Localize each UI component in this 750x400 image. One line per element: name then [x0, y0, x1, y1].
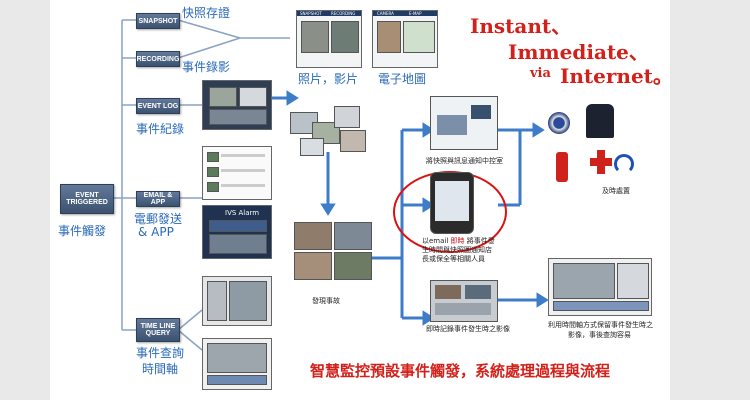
ivs-alarm-banner	[209, 220, 267, 232]
email-app-label-line1: 電郵發送	[134, 212, 183, 226]
collage-thumb-5	[300, 138, 324, 156]
email-caption-line2: 生時間與快照圖通知店	[422, 246, 492, 254]
snapshot-save-label: 快照存證	[182, 6, 231, 20]
control-room-monitor	[471, 105, 491, 119]
timeline-query-node-label: TIME LINE QUERY	[140, 323, 176, 337]
police-badge-icon	[548, 112, 570, 134]
ivs-alarm-image	[209, 234, 267, 254]
email-caption-red: 即時	[450, 237, 465, 245]
event-log-node-label: EVENT LOG	[137, 102, 179, 110]
headline-instant: Instant、	[470, 14, 572, 38]
snapshot-node-label: SNAPSHOT	[138, 17, 178, 25]
timeline-query-node: TIME LINE QUERY	[136, 318, 180, 342]
diagram-canvas: EVENT TRIGGERED 事件觸發 SNAPSHOT 快照存證 RECOR…	[50, 0, 670, 400]
snapshot-recording-screenshot: SNAPSHOT RECORDING	[296, 10, 362, 68]
emap-screenshot: CAMERA E-MAP	[372, 10, 438, 68]
photo-video-label: 照片，影片	[298, 72, 359, 86]
email-app-node-label: EMAIL & APP	[143, 192, 173, 206]
timeline-screenshot-1	[202, 276, 272, 326]
emap-tab: E-MAP	[409, 11, 422, 16]
collage-thumb-4	[340, 130, 366, 152]
email-text-2	[221, 169, 265, 172]
timeline-caption-line1: 利用時間軸方式保留事件發生時之	[548, 321, 653, 329]
record-image-collage	[430, 280, 498, 322]
smartphone-image	[430, 172, 474, 234]
discover-image-2	[334, 222, 372, 250]
record-image-caption: 即時記錄事件發生時之影像	[426, 325, 510, 333]
tree-connectors	[112, 19, 549, 351]
timeline-label-line1: 事件查詢	[136, 346, 185, 360]
email-caption-c: 將事件發	[466, 237, 495, 245]
timeline-result-bar	[553, 301, 649, 311]
headline-via: via	[530, 66, 551, 81]
footer-title: 智慧監控預設事件觸發，系統處理過程與流程	[310, 362, 611, 380]
camera-tab: CAMERA	[377, 11, 394, 16]
timeline-label-line2: 時間軸	[142, 362, 179, 376]
email-thumb-2	[207, 167, 219, 177]
discover-image-3	[294, 252, 332, 280]
collage-thumb-3	[334, 106, 360, 128]
control-room-desk	[437, 115, 467, 135]
fire-extinguisher-icon	[556, 152, 568, 182]
discover-image-1	[294, 222, 332, 250]
recording-node: RECORDING	[136, 51, 180, 67]
event-log-node: EVENT LOG	[136, 98, 180, 114]
email-app-node: EMAIL & APP	[136, 191, 180, 207]
smartphone-screen	[435, 181, 469, 221]
event-log-label: 事件紀錄	[136, 122, 185, 136]
recording-thumb	[331, 21, 359, 53]
timely-caption: 及時處置	[602, 187, 630, 195]
event-log-thumb-2	[239, 87, 267, 107]
event-log-screenshot	[202, 80, 272, 130]
snapshot-node: SNAPSHOT	[136, 13, 180, 29]
emap-label: 電子地圖	[378, 72, 427, 86]
event-log-thumb-1	[209, 87, 237, 107]
timeline-video	[207, 343, 267, 373]
control-room-caption: 將快照與訊息通知中控室	[426, 157, 503, 165]
discover-caption: 發現事故	[312, 297, 340, 305]
timeline-screenshot-2	[202, 338, 272, 390]
ivs-alarm-title: IVS Alarm	[225, 209, 260, 217]
recording-node-label: RECORDING	[136, 55, 180, 63]
control-room-image	[430, 96, 498, 150]
email-thumb-3	[207, 182, 219, 192]
event-log-list	[209, 109, 267, 125]
record-thumb-3	[435, 303, 491, 315]
email-caption-line3: 長或保全等相關人員	[422, 255, 485, 263]
record-thumb-2	[465, 285, 491, 299]
timeline-preview	[229, 281, 267, 321]
event-triggered-node: EVENT TRIGGERED	[60, 184, 114, 214]
email-app-label-line2: & APP	[138, 225, 174, 239]
ivs-alarm-app-screenshot: IVS Alarm	[202, 205, 272, 259]
timeline-list	[207, 281, 227, 321]
email-caption-a: 以email	[422, 237, 449, 245]
email-text-3	[221, 184, 265, 187]
event-record-label: 事件錄影	[182, 60, 231, 74]
headline-immediate: Immediate、	[508, 40, 649, 64]
snapshot-tab: SNAPSHOT	[300, 11, 322, 16]
email-thumb-1	[207, 152, 219, 162]
recording-tab: RECORDING	[331, 11, 356, 16]
discover-image-4	[334, 252, 372, 280]
map-thumb	[403, 21, 435, 53]
email-caption-line1: 以email 即時 將事件發	[422, 236, 495, 246]
timeline-result-screenshot	[548, 258, 652, 316]
headline-internet: Internet。	[560, 64, 670, 88]
timeline-result-list	[617, 263, 649, 299]
record-thumb-1	[435, 285, 461, 299]
event-triggered-label: EVENT TRIGGERED	[66, 192, 108, 206]
timeline-bar	[207, 375, 267, 385]
event-trigger-label: 事件觸發	[58, 224, 107, 238]
camera-thumb	[377, 21, 401, 53]
email-list-screenshot	[202, 146, 272, 200]
email-text-1	[221, 154, 265, 157]
timeline-caption-line2: 影像，事後查詢容易	[568, 331, 631, 339]
security-guard-icon	[586, 104, 614, 138]
timeline-result-video	[553, 263, 615, 299]
snapshot-thumb	[301, 21, 329, 53]
